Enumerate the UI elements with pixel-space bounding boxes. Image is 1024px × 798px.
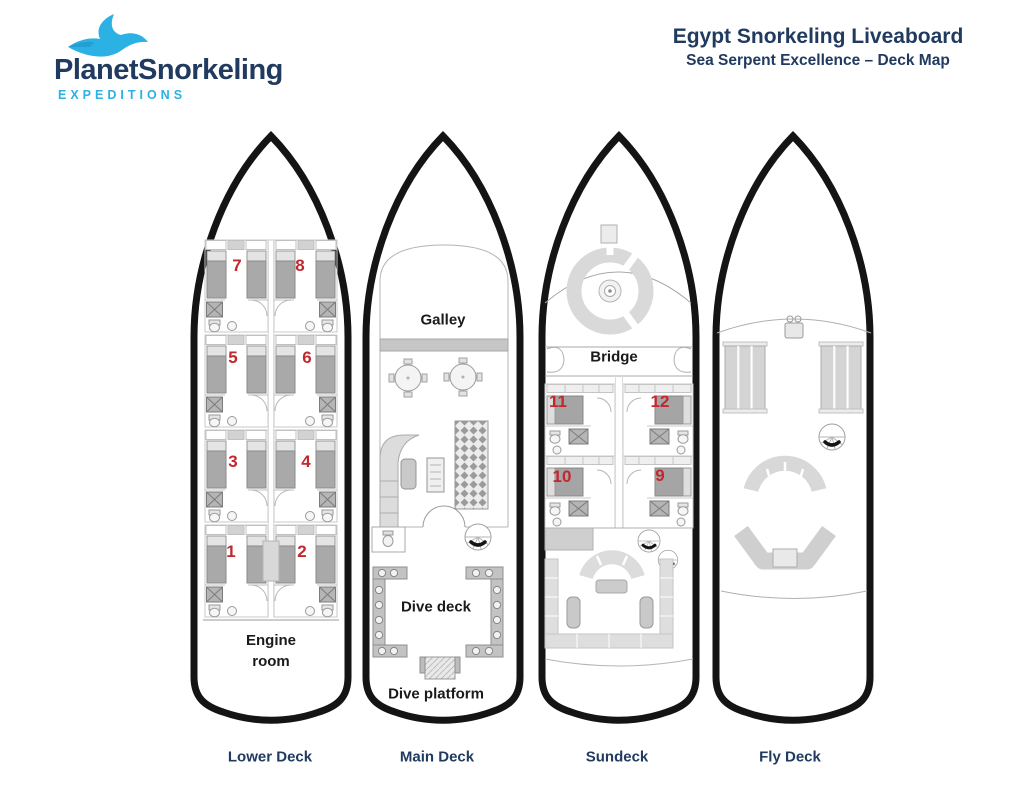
caption-main-deck: Main Deck [399,748,475,766]
helm-console [784,315,804,339]
spiral-staircase-icon [463,522,493,552]
bar-counter [379,434,420,528]
gangway [419,656,461,680]
dive-deck-label: Dive deck [400,598,472,616]
caption-fly-deck: Fly Deck [759,748,821,766]
cabin-7-number: 7 [232,256,242,275]
sofa-bench [454,420,489,510]
crescent-sofa [743,455,827,493]
cabin-11-number: 11 [549,392,567,411]
dive-deck-area [372,566,504,680]
cabin-5-number: 5 [228,348,238,367]
spiral-staircase-icon [636,528,662,554]
double-doors [422,505,466,528]
spiral-staircase-icon [817,422,847,452]
salon-table [426,457,445,493]
lower-deck-cabins [204,239,338,618]
cabin-2-number: 2 [297,542,307,561]
fly-deck-furniture [716,315,872,599]
cabin-3-number: 3 [228,452,238,471]
logo-tagline: EXPEDITIONS [58,88,187,102]
page-title: Egypt Snorkeling Liveaboard [672,25,964,48]
logo-bird-icon [68,14,148,57]
dining-table [443,357,483,397]
bridge-label: Bridge [590,348,638,366]
sun-loungers-left [722,341,768,414]
cabin-4-number: 4 [301,452,311,471]
aft-lounge [544,527,694,667]
cabin-6-number: 6 [302,348,312,367]
cabin-8-number: 8 [295,256,305,275]
cabin-9-number: 9 [655,466,665,485]
cabin-12-number: 12 [650,392,670,411]
page-subtitle: Sea Serpent Excellence – Deck Map [686,52,950,69]
aft-u-seating [734,525,836,570]
cabin-10-number: 10 [552,467,572,486]
header-title-block: Egypt Snorkeling Liveaboard Sea Serpent … [673,24,964,72]
bridge-band [545,346,693,377]
wc-room [371,526,406,553]
fly-deck-plan [712,130,874,724]
salon [371,352,509,553]
caption-sundeck: Sundeck [585,748,649,766]
galley-room [379,244,509,352]
logo-wordmark: PlanetSnorkeling [54,54,283,86]
cabin-1-number: 1 [226,542,236,561]
fridge [400,458,417,490]
sundeck-plan [538,130,700,724]
sun-loungers-right [818,341,864,414]
main-deck-plan [362,130,524,724]
hull-outline [712,130,874,724]
lower-deck-plan [190,130,352,724]
dining-table [388,358,428,398]
hull-outline [190,130,352,724]
bow-lounge [544,224,692,335]
galley-label: Galley [420,311,466,329]
caption-lower-deck: Lower Deck [227,748,313,766]
dive-platform-label: Dive platform [388,685,484,703]
engine-room-label: Engine room [245,632,296,670]
